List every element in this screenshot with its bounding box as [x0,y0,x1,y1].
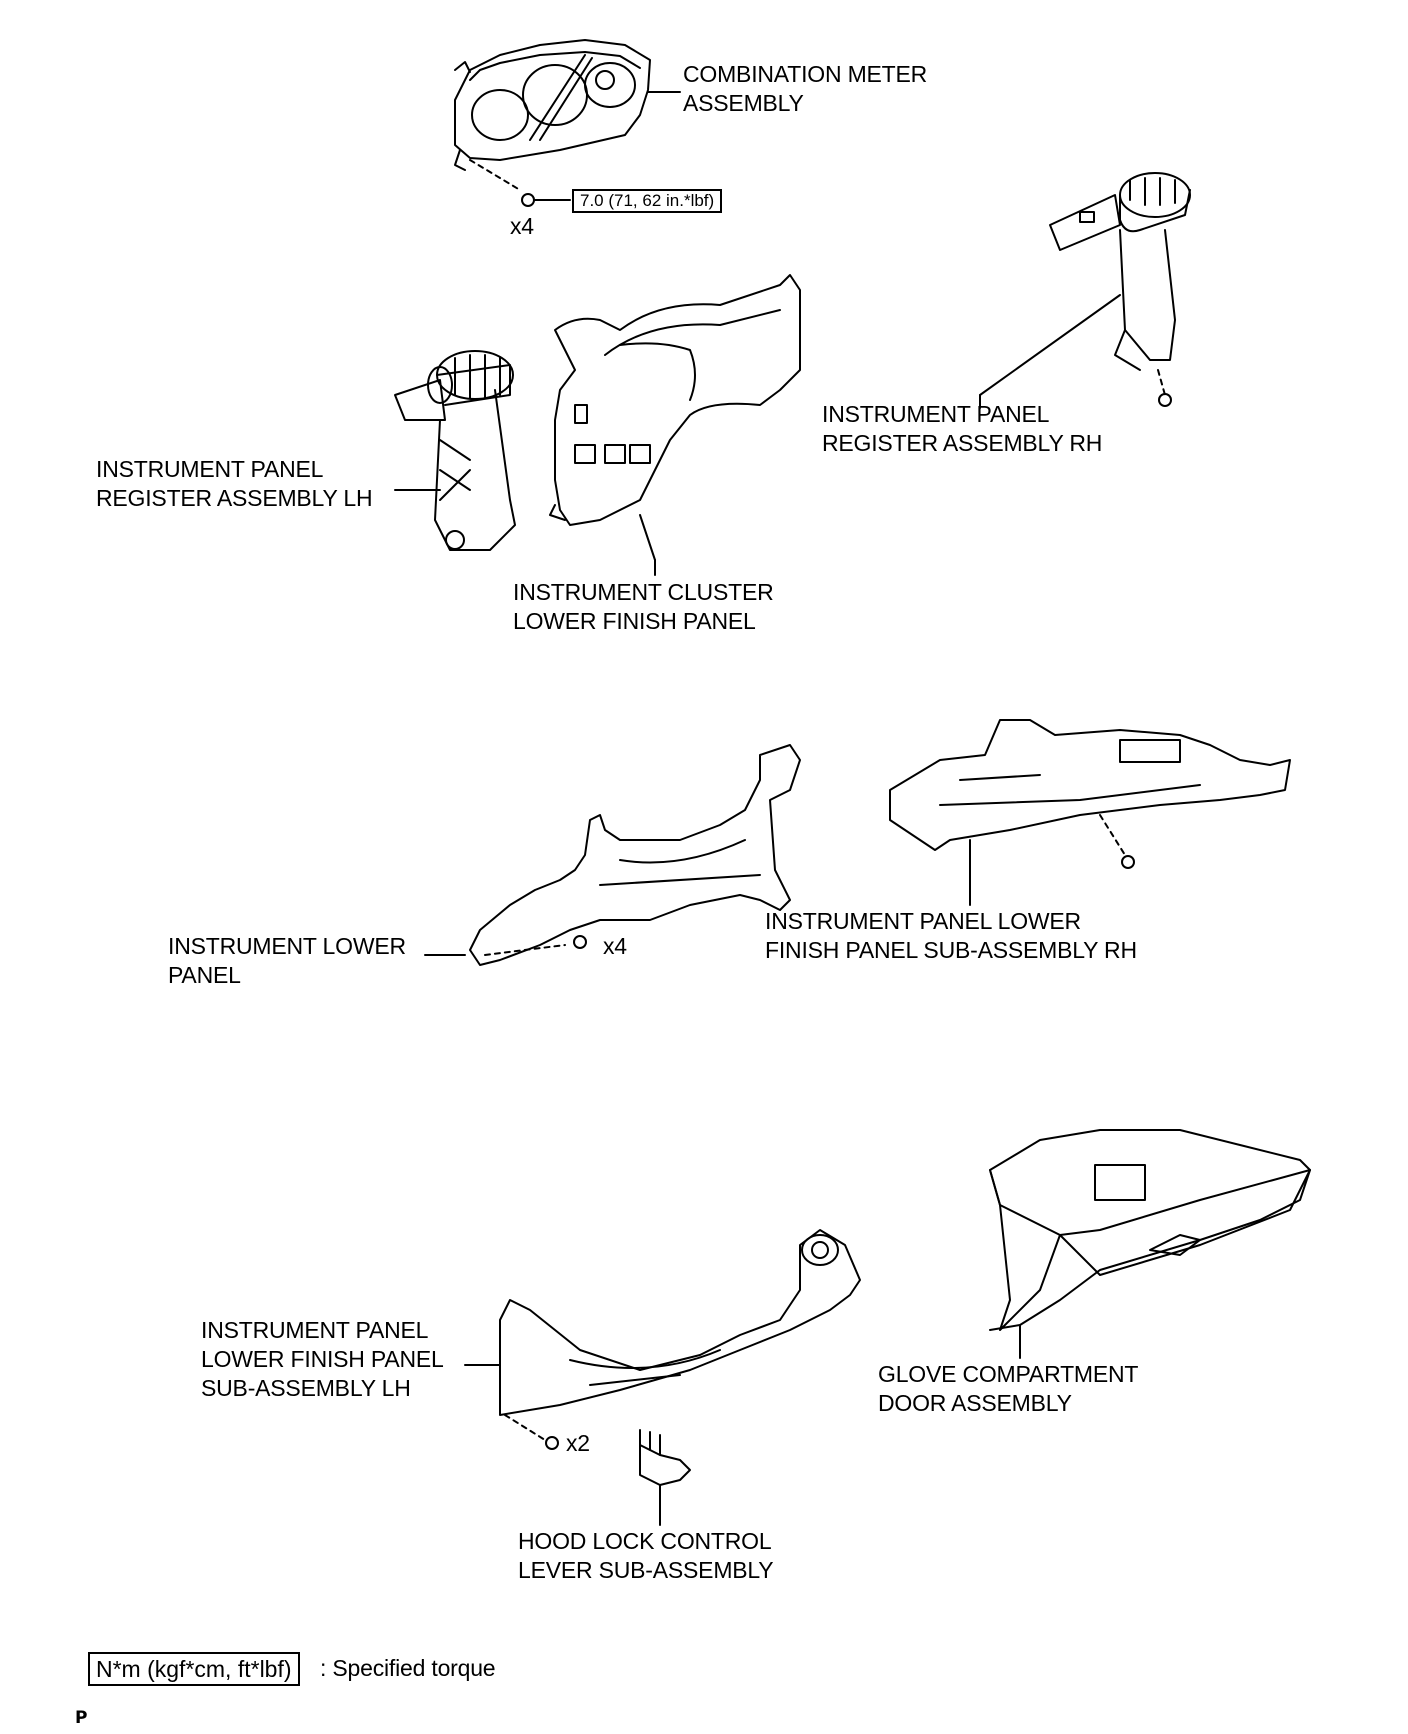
register-rh-drawing [979,172,1191,409]
instrument-lower-panel-line-1: INSTRUMENT LOWER [168,933,406,959]
glove-compartment-line-1: GLOVE COMPARTMENT [878,1361,1139,1387]
lower-finish-rh-drawing [889,719,1291,906]
instrument-lower-panel-line-2: PANEL [168,962,241,988]
label-instrument-lower-panel: INSTRUMENT LOWER PANEL [168,932,406,990]
lower-finish-lh-line-3: SUB-ASSEMBLY LH [201,1375,411,1401]
combination-meter-drawing [454,39,681,207]
combination-meter-line-1: COMBINATION METER [683,61,928,87]
glove-compartment-line-2: DOOR ASSEMBLY [878,1390,1072,1416]
label-lower-finish-rh: INSTRUMENT PANEL LOWER FINISH PANEL SUB-… [765,907,1137,965]
cluster-lower-finish-drawing [549,274,801,576]
cluster-lower-finish-line-1: INSTRUMENT CLUSTER [513,579,774,605]
label-glove-compartment: GLOVE COMPARTMENT DOOR ASSEMBLY [878,1360,1138,1418]
register-lh-line-1: INSTRUMENT PANEL [96,456,324,482]
legend-description: : Specified torque [320,1655,496,1681]
quantity-lower-panel-screws: x4 [603,933,627,959]
hood-lock-line-2: LEVER SUB-ASSEMBLY [518,1557,774,1583]
page-marker: P [75,1708,88,1728]
label-lower-finish-lh: INSTRUMENT PANEL LOWER FINISH PANEL SUB-… [201,1316,444,1403]
lower-finish-lh-line-1: INSTRUMENT PANEL [201,1317,429,1343]
label-register-rh: INSTRUMENT PANEL REGISTER ASSEMBLY RH [822,400,1102,458]
instrument-lower-panel-drawing [424,744,801,966]
torque-box-meter-screw: 7.0 (71, 62 in.*lbf) [572,189,723,213]
label-hood-lock: HOOD LOCK CONTROL LEVER SUB-ASSEMBLY [518,1527,774,1585]
lower-finish-rh-line-2: FINISH PANEL SUB-ASSEMBLY RH [765,937,1137,963]
label-register-lh: INSTRUMENT PANEL REGISTER ASSEMBLY LH [96,455,373,513]
label-combination-meter: COMBINATION METER ASSEMBLY [683,60,927,118]
combination-meter-line-2: ASSEMBLY [683,90,804,116]
lower-finish-rh-line-1: INSTRUMENT PANEL LOWER [765,908,1081,934]
register-lh-line-2: REGISTER ASSEMBLY LH [96,485,373,511]
label-cluster-lower-finish: INSTRUMENT CLUSTER LOWER FINISH PANEL [513,578,774,636]
register-rh-line-2: REGISTER ASSEMBLY RH [822,430,1103,456]
legend-torque-unit-box: N*m (kgf*cm, ft*lbf) [88,1652,300,1686]
hood-lock-drawing [639,1429,691,1526]
lower-finish-lh-line-2: LOWER FINISH PANEL [201,1346,444,1372]
lower-finish-lh-drawing [464,1229,861,1450]
quantity-lh-panel-screws: x2 [566,1430,590,1456]
register-lh-drawing [394,350,516,551]
hood-lock-line-1: HOOD LOCK CONTROL [518,1528,772,1554]
quantity-meter-screws: x4 [510,213,534,239]
cluster-lower-finish-line-2: LOWER FINISH PANEL [513,608,756,634]
register-rh-line-1: INSTRUMENT PANEL [822,401,1050,427]
glove-compartment-drawing [989,1129,1311,1359]
